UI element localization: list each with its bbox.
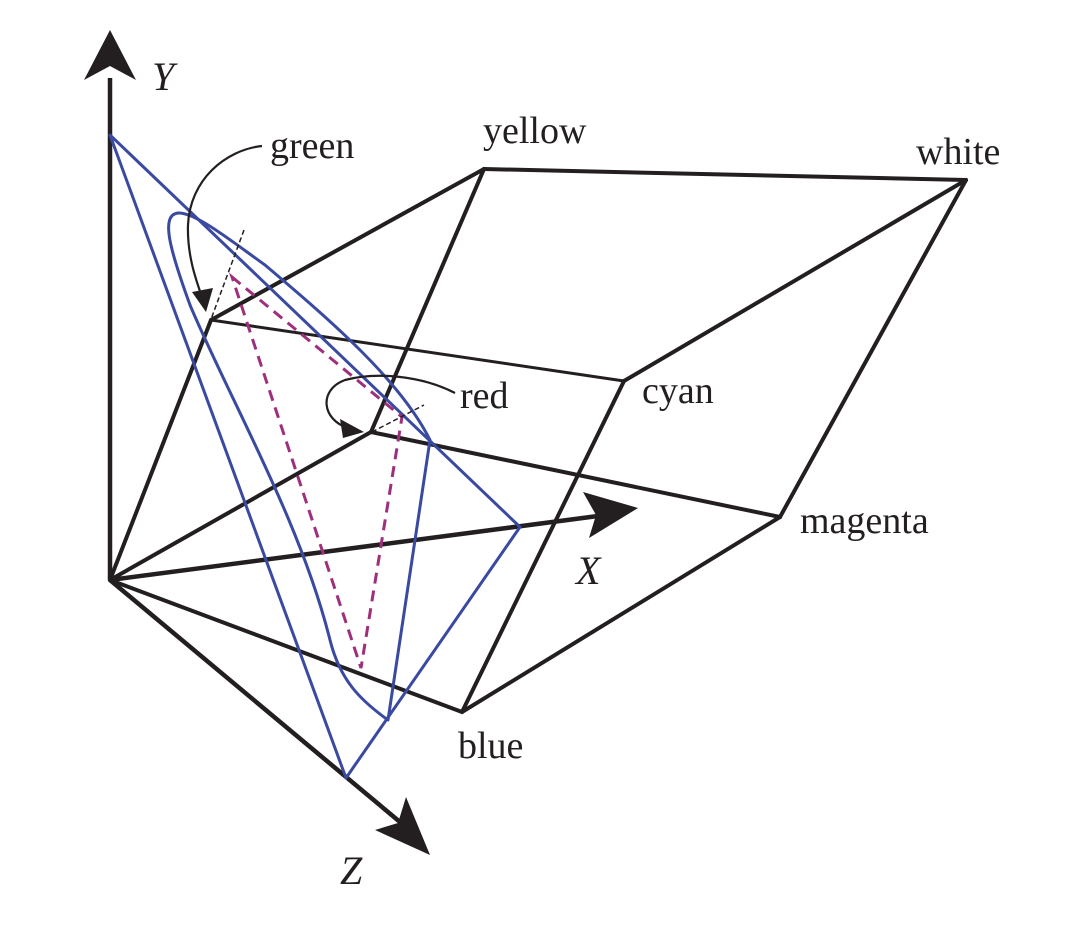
- red-pointer-arrow-icon: [340, 419, 364, 438]
- unit-plane-triangle: [108, 133, 522, 780]
- pointer-arrows: [186, 144, 456, 430]
- green-pointer-curve: [186, 144, 263, 298]
- x-axis-label: X: [574, 548, 602, 593]
- x-axis-line: [109, 513, 599, 583]
- edge-black-red: [108, 430, 373, 582]
- edge-red-yellow: [369, 167, 486, 434]
- z-axis-label: Z: [340, 848, 363, 893]
- vertex-label-green: green: [270, 125, 354, 167]
- z-axis-arrow-icon: [375, 797, 430, 855]
- rgb-cube: [108, 167, 968, 714]
- x-axis-arrow-icon: [583, 492, 638, 538]
- y-axis-arrow-icon: [84, 30, 136, 80]
- edge-cyan-white: [622, 178, 968, 383]
- edge-yellow-white: [482, 167, 968, 182]
- chromaticity-plane: [108, 133, 522, 780]
- edge-magenta-blue: [460, 515, 782, 714]
- rgb-primaries-triangle: [228, 272, 404, 669]
- red-indicator-tick: [371, 404, 425, 433]
- vertex-label-cyan: cyan: [642, 370, 714, 412]
- edge-green-cyan: [209, 318, 626, 383]
- axes: [107, 78, 599, 824]
- green-pointer-arrow-icon: [192, 288, 213, 312]
- edge-black-green: [108, 318, 213, 582]
- edge-green-yellow: [209, 167, 486, 322]
- edge-cyan-blue: [460, 379, 626, 714]
- vertex-label-yellow: yellow: [483, 110, 587, 152]
- spectral-locus-curve: [167, 211, 432, 722]
- edge-black-blue: [108, 578, 464, 714]
- pointer-arrowheads: [192, 288, 364, 438]
- axis-arrowheads: [84, 30, 638, 855]
- rgb-gamut-dashed: [228, 272, 404, 669]
- red-pointer-curve: [325, 374, 456, 430]
- vertex-label-magenta: magenta: [800, 500, 929, 542]
- green-indicator-tick: [209, 229, 245, 323]
- edge-magenta-white: [778, 178, 968, 519]
- y-axis-label: Y: [152, 54, 178, 99]
- vertex-label-red: red: [460, 375, 509, 417]
- vertex-label-white: white: [916, 131, 1000, 173]
- edge-red-magenta: [369, 430, 782, 519]
- vertex-label-blue: blue: [458, 725, 523, 767]
- z-axis-line: [108, 578, 402, 824]
- indicator-ticks: [209, 229, 425, 433]
